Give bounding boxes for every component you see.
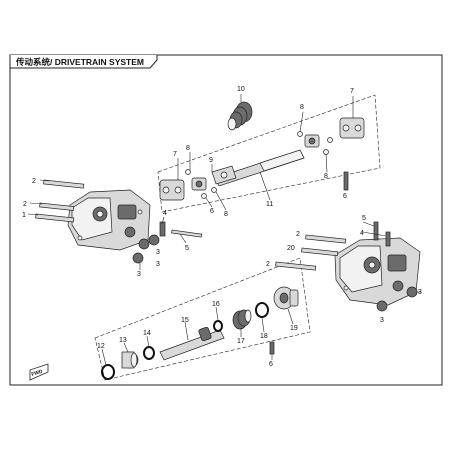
- clip-8-left-c: [211, 187, 217, 193]
- boot-17: [232, 309, 252, 330]
- callout-6-lower: 6: [269, 361, 273, 368]
- callout-3-left-a: 3: [156, 249, 160, 256]
- fwd-direction-badge: FWD: [29, 363, 49, 381]
- nut-3-left-c: [132, 252, 144, 264]
- callout-7-right: 7: [350, 88, 354, 95]
- bolt-2-rear-low: [275, 261, 317, 271]
- clip-8-left-a: [185, 169, 191, 175]
- callout-2-rear-low: 2: [266, 261, 270, 268]
- callout-2-rear-top: 2: [296, 231, 300, 238]
- callout-2-mid: 2: [23, 201, 27, 208]
- bearing-13: [121, 351, 139, 369]
- callout-19: 19: [290, 325, 298, 332]
- callout-4-rear: 4: [360, 230, 364, 237]
- callout-13: 13: [119, 337, 127, 344]
- ring-18: [255, 302, 269, 318]
- callout-6-right: 6: [343, 193, 347, 200]
- callout-7-left: 7: [173, 151, 177, 158]
- shaft-15: [159, 326, 225, 361]
- cross-joint-right: [304, 134, 320, 148]
- nut-3-left-a: [138, 238, 150, 250]
- bolt-4-left: [159, 221, 166, 237]
- callout-3-left-b: 3: [156, 261, 160, 268]
- clip-8-right-b: [323, 149, 329, 155]
- callout-3-rear-b: 3: [380, 317, 384, 324]
- bolt-5-rear: [373, 221, 379, 241]
- callout-20: 20: [287, 245, 295, 252]
- ring-14: [143, 346, 155, 360]
- bolt-20: [301, 247, 339, 257]
- yoke-19: [273, 286, 299, 310]
- nut-3-rear-a: [406, 286, 418, 298]
- bolt-1: [35, 213, 75, 223]
- yoke-7-left: [159, 179, 185, 201]
- callout-15: 15: [181, 317, 189, 324]
- callout-8-left-top: 8: [186, 145, 190, 152]
- clip-8-left-b: [201, 193, 207, 199]
- callout-14: 14: [143, 330, 151, 337]
- yoke-7-right: [339, 117, 365, 139]
- bolt-6-right: [343, 171, 349, 191]
- svg-text:FWD: FWD: [31, 369, 44, 378]
- title-tab: 传动系统/ DRIVETRAIN SYSTEM: [9, 55, 158, 69]
- ring-16: [213, 320, 223, 332]
- callout-10: 10: [237, 86, 245, 93]
- callout-labels: 2 2 1 10 7 8 9 6 8 8 7 8 6 11 4 5 3 3 3 …: [22, 86, 422, 368]
- bolt-6-lower: [269, 341, 275, 355]
- callout-9: 9: [209, 157, 213, 164]
- clip-8-right-a: [297, 131, 303, 137]
- callout-3-left-c: 3: [137, 271, 141, 278]
- group-outline-11: [157, 94, 381, 213]
- leader-lines: [27, 94, 421, 366]
- callout-11: 11: [266, 201, 273, 208]
- callout-6-left: 6: [210, 208, 214, 215]
- cross-joint-left: [191, 177, 207, 191]
- front-differential: [67, 189, 151, 251]
- callout-16: 16: [212, 301, 220, 308]
- callout-18: 18: [260, 333, 268, 340]
- stud-5-left: [171, 229, 203, 238]
- bolt-2-mid: [39, 202, 75, 211]
- page-frame: [9, 54, 443, 386]
- callout-8-right-top: 8: [300, 104, 304, 111]
- callout-1: 1: [22, 212, 26, 219]
- bolt-2-top: [43, 179, 85, 189]
- group-outline-lower: [94, 257, 311, 381]
- page-title: 传动系统/ DRIVETRAIN SYSTEM: [15, 57, 144, 67]
- callout-8-left-low: 8: [224, 211, 228, 218]
- yoke-9: [211, 165, 237, 185]
- callout-8-right-low: 8: [324, 173, 328, 180]
- nut-3-rear-b: [376, 300, 388, 312]
- callout-4-left: 4: [163, 210, 167, 217]
- nut-3-left-b: [148, 234, 160, 246]
- callout-5-rear: 5: [362, 215, 366, 222]
- boot-10: [227, 101, 253, 131]
- callout-3-rear-a: 3: [418, 289, 422, 296]
- bolt-2-rear-top: [305, 234, 347, 244]
- ring-12: [101, 364, 115, 380]
- callout-12: 12: [97, 343, 105, 350]
- rear-differential: [334, 237, 421, 306]
- bolt-4-rear: [385, 231, 391, 247]
- clip-8-right-c: [327, 137, 333, 143]
- callout-2-top: 2: [32, 178, 36, 185]
- callout-5-left: 5: [185, 245, 189, 252]
- callout-17: 17: [237, 338, 245, 345]
